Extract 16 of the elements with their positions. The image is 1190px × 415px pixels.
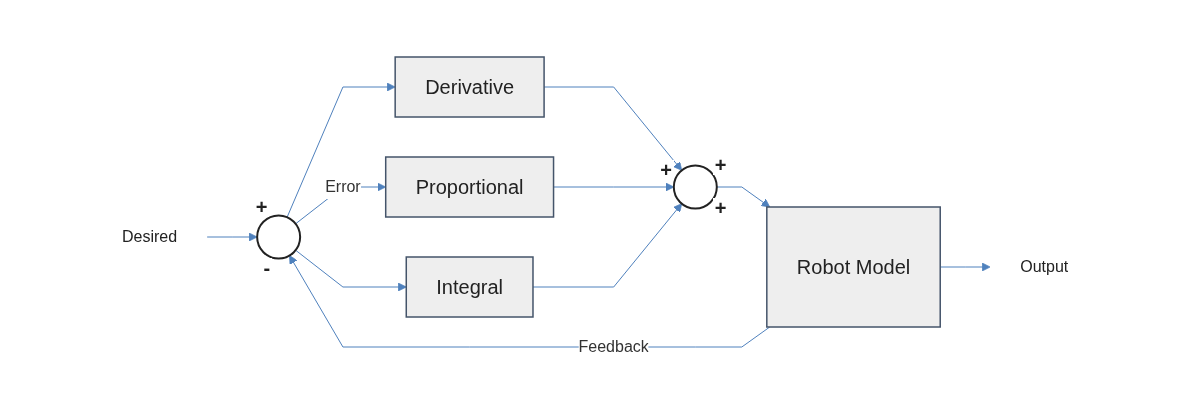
arrow xyxy=(295,249,407,291)
edge-label: Feedback xyxy=(578,337,649,355)
node-box: Robot Model xyxy=(765,205,941,328)
arrow xyxy=(206,232,258,241)
arrow xyxy=(288,254,771,347)
arrow xyxy=(543,86,682,171)
node-box: Integral xyxy=(405,255,534,318)
arrow xyxy=(532,202,682,287)
node-circle xyxy=(256,214,301,259)
edge-label: Error xyxy=(325,177,361,195)
arrow xyxy=(286,82,396,218)
arrow xyxy=(716,186,770,207)
node-box: Derivative xyxy=(394,55,545,118)
node-text: Output xyxy=(1020,257,1069,275)
node-text: Desired xyxy=(121,227,178,245)
node-box: Proportional xyxy=(384,155,555,218)
